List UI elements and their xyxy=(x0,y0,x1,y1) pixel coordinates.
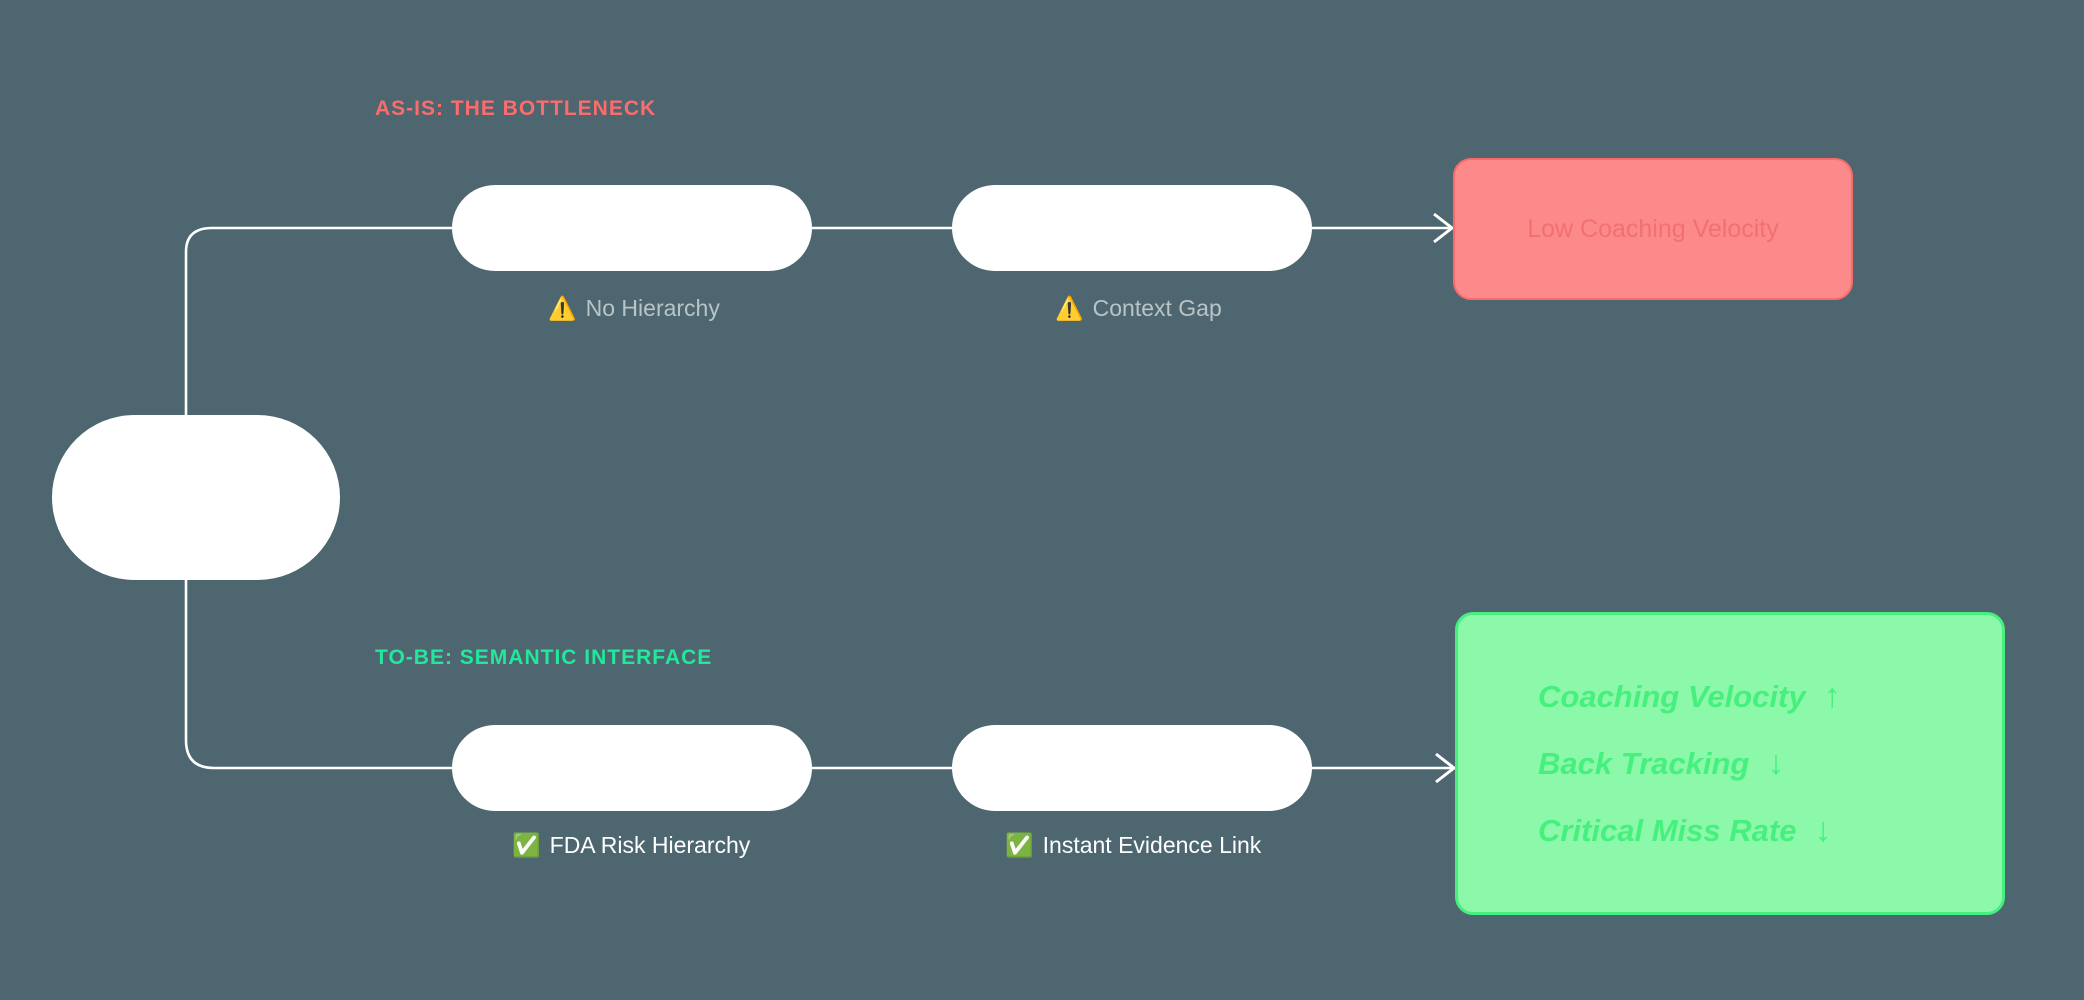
arrowhead-tobe-outcome xyxy=(1435,752,1457,784)
metric-coaching-velocity: Coaching Velocity ↑ xyxy=(1538,677,2002,716)
metric-back-tracking: Back Tracking ↓ xyxy=(1538,744,2002,783)
caption-label: Instant Evidence Link xyxy=(1042,832,1262,858)
outcome-label: Low Coaching Velocity xyxy=(1527,214,1779,243)
metric-label: Back Tracking xyxy=(1538,745,1750,781)
warning-icon: ⚠️ xyxy=(1055,295,1084,321)
node-asis-step-1[interactable] xyxy=(452,185,812,271)
outcome-box-low-coaching-velocity[interactable]: Low Coaching Velocity xyxy=(1453,158,1853,300)
node-root[interactable] xyxy=(52,415,340,580)
arrowhead-asis-outcome xyxy=(1433,212,1455,244)
outcome-box-improved-metrics[interactable]: Coaching Velocity ↑ Back Tracking ↓ Crit… xyxy=(1455,612,2005,915)
caption-context-gap: ⚠️ Context Gap xyxy=(1055,297,1222,320)
check-box-icon: ✅ xyxy=(1005,832,1034,858)
metric-label: Critical Miss Rate xyxy=(1538,812,1797,848)
arrow-up-icon: ↑ xyxy=(1823,677,1841,715)
warning-icon: ⚠️ xyxy=(548,295,577,321)
caption-instant-evidence-link: ✅ Instant Evidence Link xyxy=(1005,834,1261,857)
metric-critical-miss-rate: Critical Miss Rate ↓ xyxy=(1538,811,2002,850)
caption-label: Context Gap xyxy=(1092,295,1222,321)
arrow-down-icon: ↓ xyxy=(1767,744,1785,782)
caption-no-hierarchy: ⚠️ No Hierarchy xyxy=(548,297,720,320)
node-tobe-step-1[interactable] xyxy=(452,725,812,811)
arrow-down-icon: ↓ xyxy=(1814,811,1832,849)
caption-fda-risk-hierarchy: ✅ FDA Risk Hierarchy xyxy=(512,834,750,857)
section-label-tobe: TO-BE: SEMANTIC INTERFACE xyxy=(375,646,713,669)
node-asis-step-2[interactable] xyxy=(952,185,1312,271)
metric-label: Coaching Velocity xyxy=(1538,678,1806,714)
node-tobe-step-2[interactable] xyxy=(952,725,1312,811)
caption-label: FDA Risk Hierarchy xyxy=(549,832,751,858)
check-box-icon: ✅ xyxy=(512,832,541,858)
caption-label: No Hierarchy xyxy=(585,295,720,321)
section-label-asis: AS-IS: THE BOTTLENECK xyxy=(375,97,657,120)
